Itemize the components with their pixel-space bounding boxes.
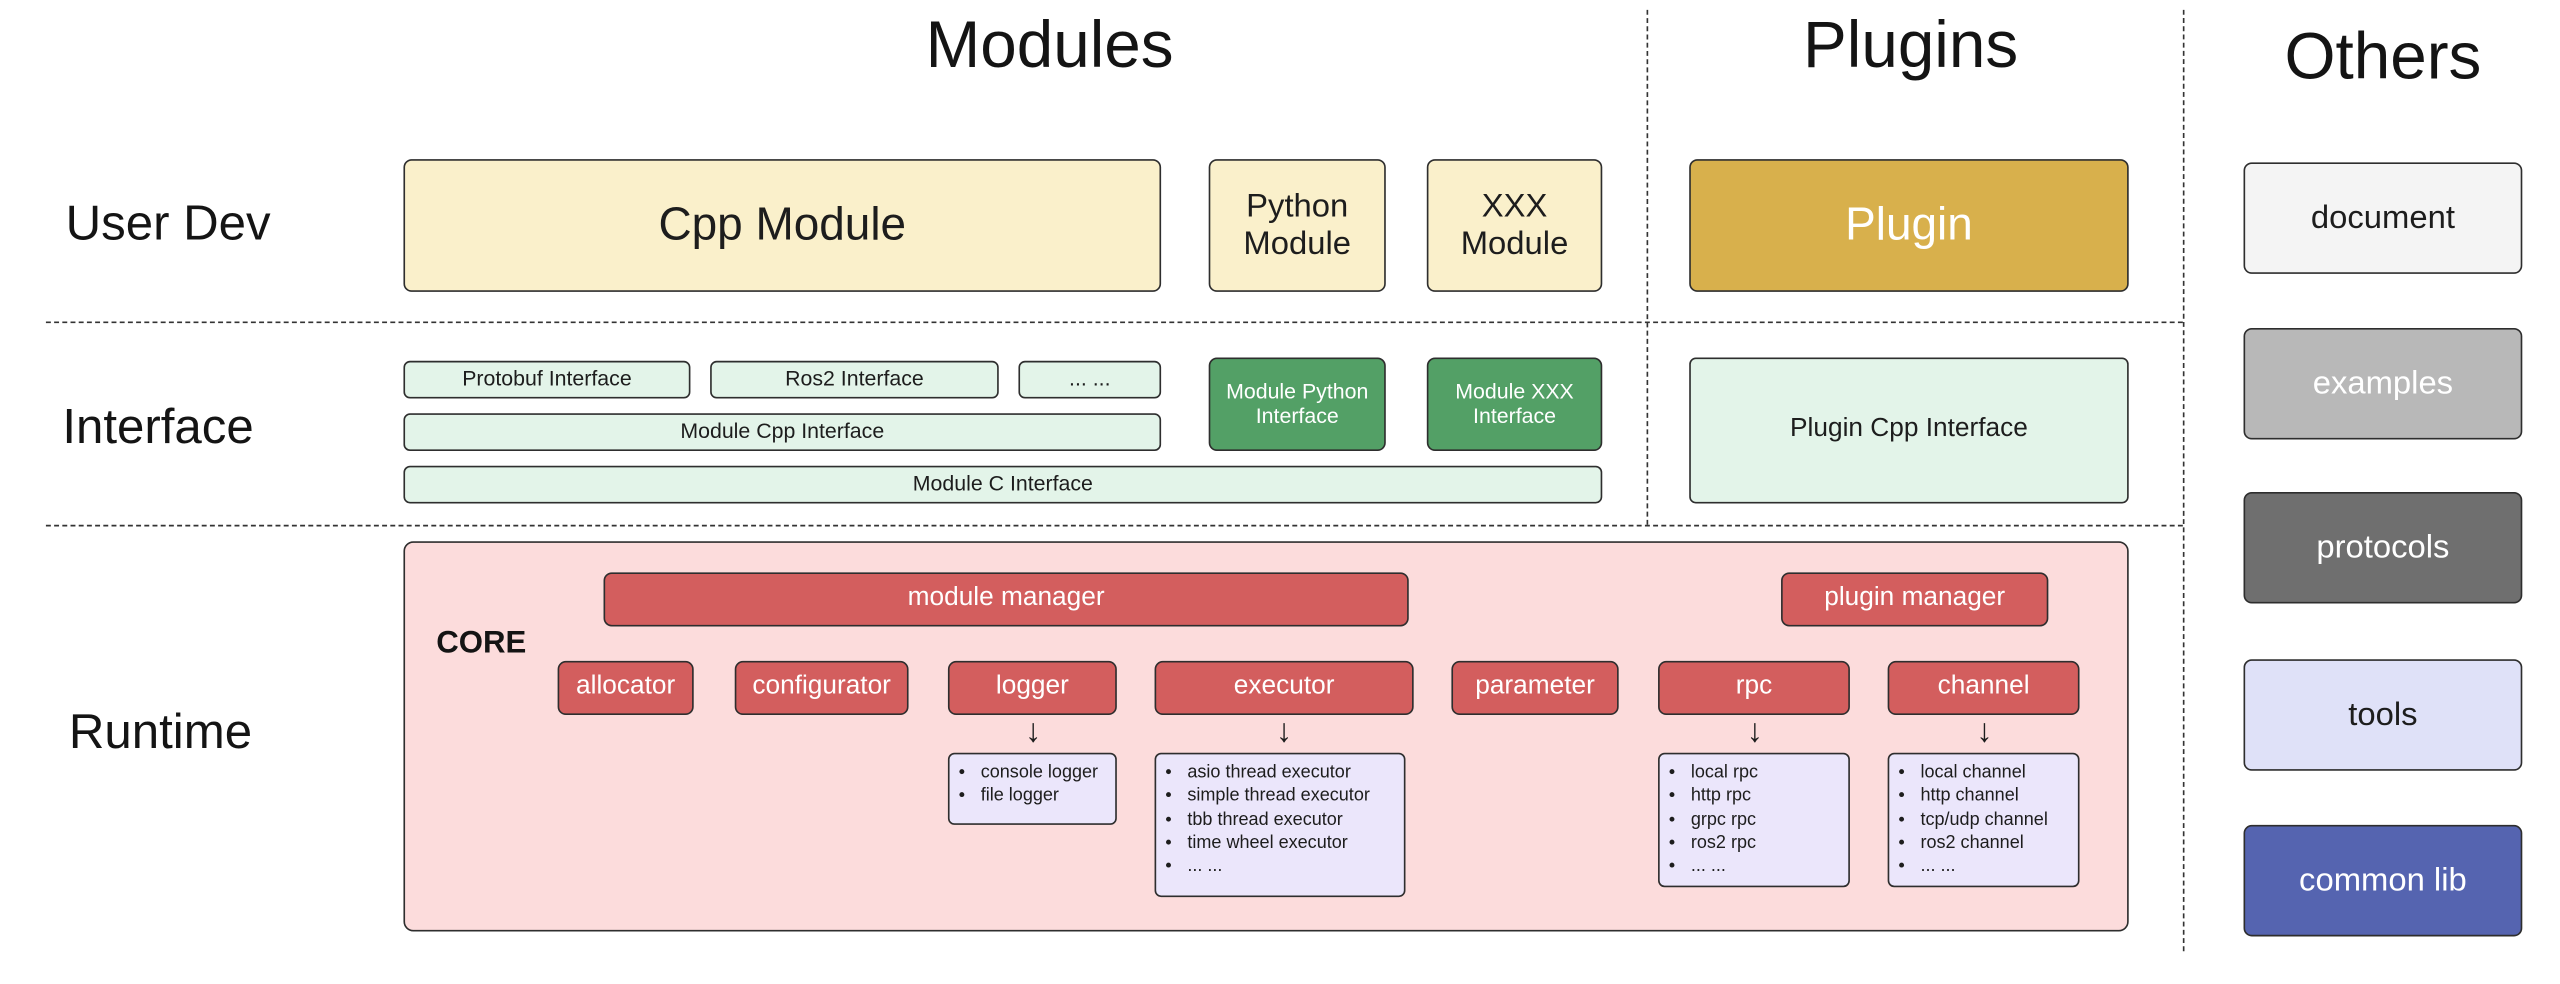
core-container: CORE module manager plugin manager alloc… <box>403 541 2129 932</box>
list-item: ros2 channel <box>1920 831 2047 854</box>
divider-userdev-interface <box>45 321 2183 324</box>
plugin-box: Plugin <box>1689 159 2129 292</box>
list-item: asio thread executor <box>1187 761 1370 784</box>
rpc-box: rpc <box>1658 660 1850 716</box>
channel-impl-items: local channelhttp channeltcp/udp channel… <box>1896 761 2047 878</box>
xxx-module-box: XXX Module <box>1426 159 1603 292</box>
arrow-down-icon: ↓ <box>1746 712 1763 749</box>
list-item: time wheel executor <box>1187 831 1370 854</box>
protobuf-interface-box: Protobuf Interface <box>403 360 691 399</box>
ros2-interface-box: Ros2 Interface <box>710 360 999 399</box>
plugin-cpp-interface-box: Plugin Cpp Interface <box>1689 357 2129 504</box>
divider-interface-runtime <box>45 524 2183 527</box>
column-title-modules: Modules <box>925 9 1174 83</box>
others-document-box: document <box>2243 162 2523 274</box>
column-title-plugins: Plugins <box>1803 9 2019 83</box>
list-item: http rpc <box>1691 784 1758 807</box>
list-item: http channel <box>1920 784 2047 807</box>
arrow-down-icon: ↓ <box>1025 712 1042 749</box>
row-label-user-dev: User Dev <box>65 196 271 251</box>
row-label-runtime: Runtime <box>68 705 253 760</box>
list-item: simple thread executor <box>1187 784 1370 807</box>
list-item: grpc rpc <box>1691 808 1758 831</box>
column-title-others: Others <box>2284 21 2482 94</box>
list-item: tbb thread executor <box>1187 808 1370 831</box>
module-python-interface-box: Module Python Interface <box>1208 357 1386 451</box>
configurator-box: configurator <box>734 660 909 716</box>
row-label-interface: Interface <box>62 400 254 455</box>
more-interfaces-box: ... ... <box>1018 360 1162 399</box>
logger-impl-list: console loggerfile logger <box>947 752 1117 825</box>
list-item: console logger <box>981 761 1098 784</box>
executor-impl-items: asio thread executorsimple thread execut… <box>1163 761 1370 878</box>
rpc-impl-items: local rpchttp rpcgrpc rpcros2 rpc... ... <box>1666 761 1758 878</box>
divider-modules-plugins <box>1646 9 1649 525</box>
arrow-down-icon: ↓ <box>1976 712 1993 749</box>
plugin-manager-box: plugin manager <box>1781 572 2049 627</box>
module-cpp-interface-box: Module Cpp Interface <box>403 413 1162 451</box>
allocator-box: allocator <box>557 660 694 716</box>
parameter-box: parameter <box>1451 660 1619 716</box>
list-item: local rpc <box>1691 761 1758 784</box>
cpp-module-box: Cpp Module <box>403 159 1162 292</box>
channel-impl-list: local channelhttp channeltcp/udp channel… <box>1887 752 2080 888</box>
list-item: local channel <box>1920 761 2047 784</box>
executor-impl-list: asio thread executorsimple thread execut… <box>1154 752 1406 898</box>
rpc-impl-list: local rpchttp rpcgrpc rpcros2 rpc... ... <box>1658 752 1850 888</box>
channel-box: channel <box>1887 660 2080 716</box>
python-module-box: Python Module <box>1208 159 1386 292</box>
others-protocols-box: protocols <box>2243 492 2523 604</box>
module-xxx-interface-box: Module XXX Interface <box>1426 357 1603 451</box>
logger-box: logger <box>947 660 1117 716</box>
logger-impl-items: console loggerfile logger <box>956 761 1098 808</box>
list-item: ... ... <box>1920 855 2047 878</box>
arrow-down-icon: ↓ <box>1275 712 1293 749</box>
list-item: file logger <box>981 784 1098 807</box>
executor-box: executor <box>1154 660 1414 716</box>
module-manager-box: module manager <box>603 572 1409 627</box>
divider-plugins-others <box>2182 9 2185 952</box>
others-examples-box: examples <box>2243 328 2523 440</box>
list-item: ... ... <box>1691 855 1758 878</box>
module-c-interface-box: Module C Interface <box>403 465 1603 504</box>
others-tools-box: tools <box>2243 659 2523 771</box>
list-item: tcp/udp channel <box>1920 808 2047 831</box>
list-item: ... ... <box>1187 855 1370 878</box>
core-label: CORE <box>436 626 527 661</box>
others-common-lib-box: common lib <box>2243 824 2523 937</box>
list-item: ros2 rpc <box>1691 831 1758 854</box>
